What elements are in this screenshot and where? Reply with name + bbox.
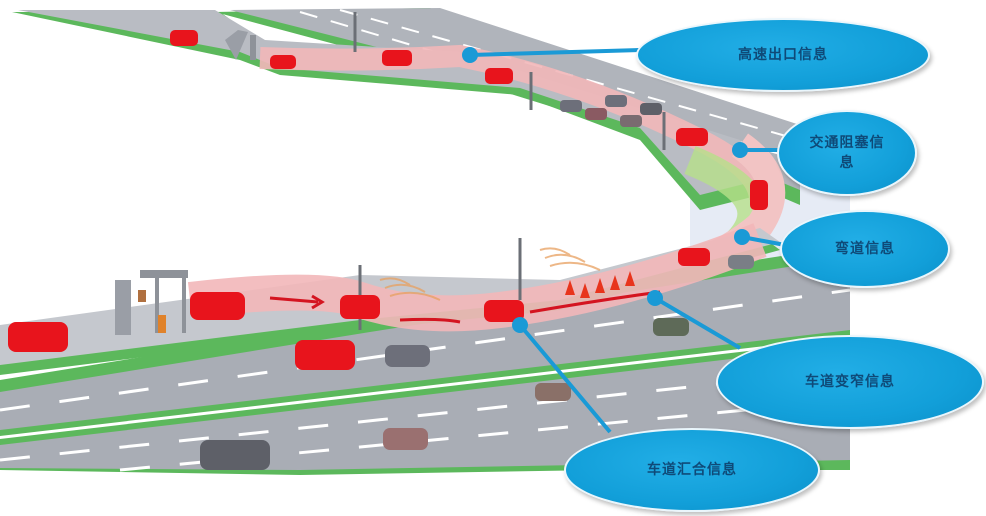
lane-arrow — [269, 296, 319, 304]
callout-connectors — [462, 47, 786, 434]
rsu-signal-waves — [379, 247, 601, 301]
entrance-lane — [0, 223, 780, 375]
callout-traffic-congestion: 交通阻塞信息 — [777, 110, 917, 196]
toll-plaza-exit — [225, 30, 256, 60]
callout-highway-exit: 高速出口信息 — [636, 18, 930, 92]
toll-plaza-entrance — [115, 270, 188, 335]
callout-lane-narrowing: 车道变窄信息 — [716, 335, 984, 429]
callout-label: 高速出口信息 — [738, 47, 828, 63]
callout-label: 车道汇合信息 — [647, 462, 737, 478]
callout-label: 弯道信息 — [835, 241, 895, 257]
callout-label: 车道变窄信息 — [805, 374, 895, 390]
background-cars — [200, 255, 754, 470]
callout-curve: 弯道信息 — [780, 210, 950, 288]
callout-label: 交通阻塞信息 — [809, 135, 885, 171]
congested-cars — [560, 95, 662, 127]
callout-lane-merge: 车道汇合信息 — [564, 428, 820, 512]
traffic-cones — [565, 271, 635, 298]
connected-cars — [8, 30, 768, 370]
